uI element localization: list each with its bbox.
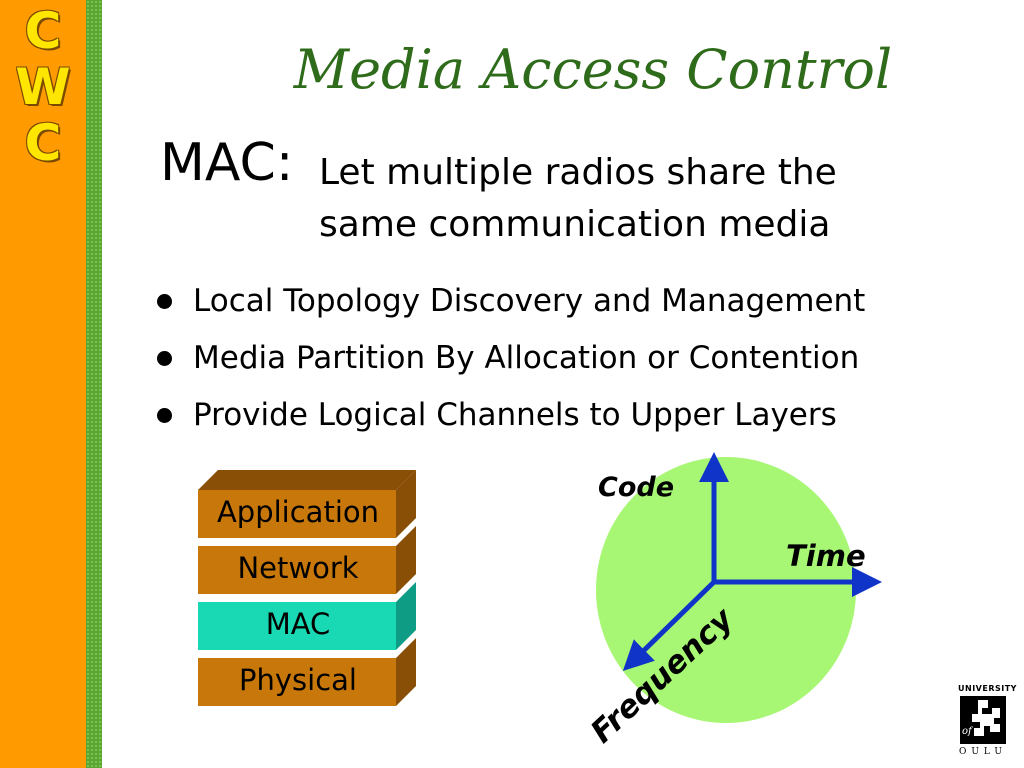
bullet-item: Media Partition By Allocation or Content… bbox=[155, 330, 865, 387]
bullet-item: Local Topology Discovery and Management bbox=[155, 273, 865, 330]
sidebar-stripe bbox=[86, 0, 102, 768]
code-axis-label: Code bbox=[598, 472, 675, 503]
bullet-dot bbox=[157, 351, 172, 366]
university-logo-emblem bbox=[960, 696, 1006, 744]
layer-mac-label: MAC bbox=[265, 607, 331, 641]
definition-text: Let multiple radios share the same commu… bbox=[319, 147, 939, 251]
logo-letter-c1: C bbox=[24, 2, 62, 60]
layer-application-label: Application bbox=[216, 495, 380, 529]
logo-letter-c2: C bbox=[24, 114, 62, 172]
sidebar-bar bbox=[0, 0, 86, 768]
bullet-item: Provide Logical Channels to Upper Layers bbox=[155, 387, 865, 444]
university-logo-bottom-text: OULU bbox=[958, 747, 1008, 757]
bullet-dot bbox=[157, 294, 172, 309]
university-logo: UNIVERSITY of OULU bbox=[958, 684, 1017, 758]
definition-line-2: same communication media bbox=[319, 204, 831, 245]
logo-letter-w: W bbox=[15, 58, 71, 116]
definition-term: MAC: bbox=[160, 133, 294, 193]
definition-line-1: Let multiple radios share the bbox=[319, 152, 837, 193]
time-axis-label: Time bbox=[786, 539, 866, 573]
cwc-logo: C W C bbox=[6, 6, 80, 168]
bullet-text: Media Partition By Allocation or Content… bbox=[193, 340, 860, 376]
bullet-dot bbox=[157, 408, 172, 423]
university-logo-top-text: UNIVERSITY bbox=[958, 684, 1017, 693]
bullet-text: Local Topology Discovery and Management bbox=[193, 283, 866, 319]
bullet-list: Local Topology Discovery and Management … bbox=[155, 273, 865, 444]
frequency-axis-label: Frequency bbox=[584, 601, 741, 751]
university-logo-of: of bbox=[962, 726, 972, 737]
bullet-text: Provide Logical Channels to Upper Layers bbox=[193, 397, 837, 433]
layer-network-label: Network bbox=[237, 551, 359, 585]
layer-physical-label: Physical bbox=[239, 663, 357, 697]
slide-title: Media Access Control bbox=[293, 38, 893, 101]
